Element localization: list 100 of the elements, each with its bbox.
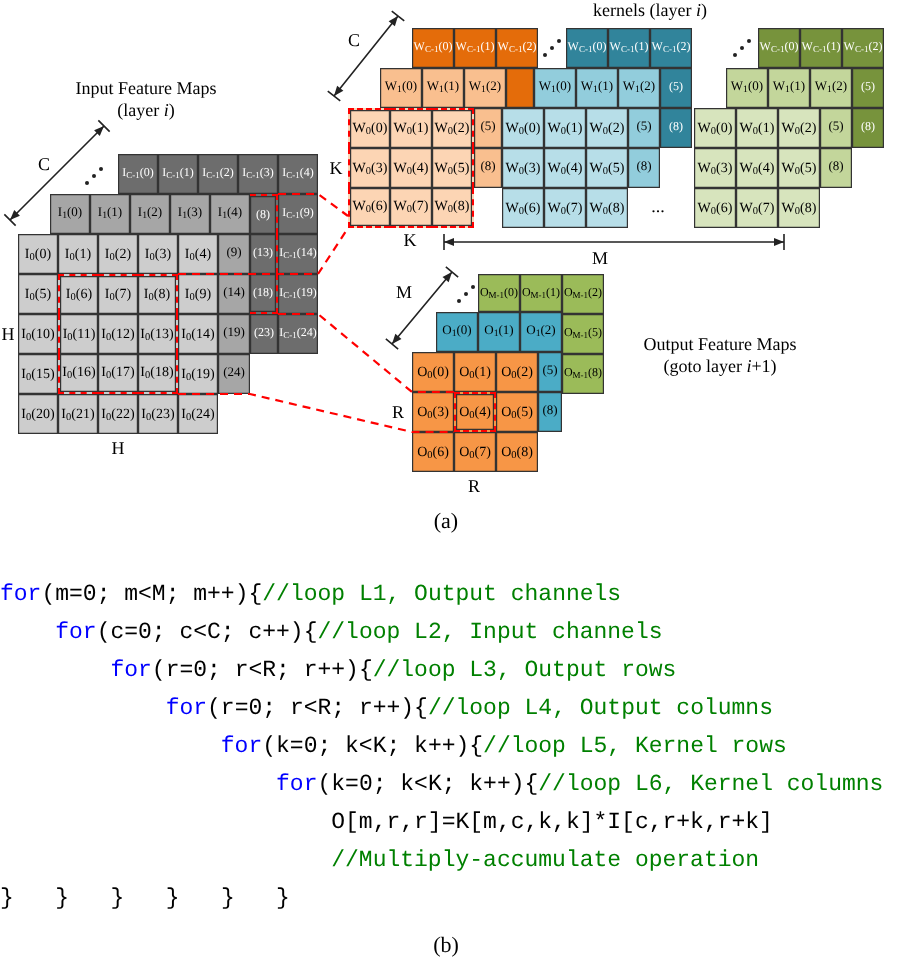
input-map-cell: [138, 314, 178, 354]
kernel-cell: [768, 68, 810, 108]
input-map-cell: [218, 354, 250, 394]
code-text: (c=0; c<C; c++){: [96, 620, 318, 646]
input-map-cell: [58, 234, 98, 274]
dimension-label: K: [329, 158, 343, 178]
code-keyword: for: [0, 582, 42, 608]
kernel-cell: [544, 108, 586, 148]
output-map-cell: [562, 314, 604, 354]
input-map-cell: [178, 234, 218, 274]
output-map-cell: [562, 354, 604, 394]
dimension-label: R: [468, 476, 480, 496]
code-text: (r=0; r<R; r++){: [207, 696, 428, 722]
code-comment: //loop L4, Output columns: [427, 696, 773, 722]
output-map-cell: [496, 432, 538, 472]
projection-line: [278, 312, 454, 394]
kernel-cell: [412, 28, 454, 68]
kernel-cell: [778, 108, 820, 148]
output-map-cell: [478, 312, 520, 352]
kernel-cell: [474, 148, 502, 188]
kernel-cell: [348, 148, 390, 188]
kernel-cell: [608, 28, 650, 68]
code-keyword: for: [165, 696, 208, 722]
kernel-cell: [422, 68, 464, 108]
kernel-cell: [820, 148, 852, 188]
code-brace: }: [220, 884, 235, 916]
kernel-cell: [800, 28, 842, 68]
kernel-cell: [544, 148, 586, 188]
input-map-cell: [58, 394, 98, 434]
input-map-cell: [58, 314, 98, 354]
code-comment: //loop L3, Output rows: [372, 658, 677, 684]
dimension-label: M: [592, 248, 608, 268]
input-map-cell: [278, 194, 318, 234]
code-brace: }: [110, 884, 125, 916]
input-map-cell: [18, 394, 58, 434]
kernel-cell: [502, 108, 544, 148]
kernel-cell: [650, 28, 692, 68]
kernel-cell: [660, 68, 692, 108]
code-text: (r=0; r<R; r++){: [151, 658, 373, 684]
input-map-cell: [158, 154, 198, 194]
kernel-cell: [586, 108, 628, 148]
input-map-cell: [178, 274, 218, 314]
input-map-cell: [218, 314, 250, 354]
kernel-cell: [660, 108, 692, 148]
code-keyword: for: [276, 772, 318, 798]
kernel-cell: [628, 108, 660, 148]
kernel-cell: [502, 148, 544, 188]
input-map-cell: [250, 194, 278, 234]
input-map-cell: [278, 274, 318, 314]
input-map-cell: [138, 354, 178, 394]
kernel-cell: [474, 108, 502, 148]
kernel-cell: [502, 188, 544, 228]
kernel-cell: [380, 68, 422, 108]
input-map-cell: [118, 154, 158, 194]
output-map-cell: [496, 392, 538, 432]
kernel-cell: [586, 148, 628, 188]
output-map-cell: [496, 352, 538, 392]
dimension-label: K: [403, 230, 417, 250]
map-title: kernels (layer i): [593, 0, 707, 22]
input-map-cell: [58, 274, 98, 314]
map-title: Output Feature Maps (goto layer i+1): [641, 334, 799, 378]
kernel-cell: [464, 68, 506, 108]
input-map-cell: [98, 234, 138, 274]
kernel-cell: [390, 108, 432, 148]
input-map-cell: [18, 314, 58, 354]
kernel-cell: [694, 148, 736, 188]
kernel-cell: [820, 108, 852, 148]
input-map-cell: [98, 394, 138, 434]
kernel-cell: [842, 28, 884, 68]
kernel-cell: [348, 188, 390, 228]
code-brace: }: [0, 884, 14, 916]
input-map-cell: [98, 354, 138, 394]
kernel-cell: [628, 148, 660, 188]
kernel-cell: [810, 68, 852, 108]
code-comment: //loop L6, Kernel columns: [538, 772, 884, 798]
input-map-cell: [18, 274, 58, 314]
code-keyword: for: [220, 734, 263, 760]
kernel-cell: [778, 148, 820, 188]
kernel-cell: [348, 108, 390, 148]
kernel-cell: [390, 148, 432, 188]
code-text: (m=0; m<M; m++){: [41, 582, 263, 608]
dimension-label: H: [111, 438, 125, 458]
kernel-cell: [566, 28, 608, 68]
dimension-label: C: [348, 30, 360, 50]
kernel-cell: [758, 28, 800, 68]
input-map-cell: [178, 394, 218, 434]
input-map-cell: [178, 354, 218, 394]
input-map-cell: [138, 234, 178, 274]
input-map-cell: [218, 234, 250, 274]
kernel-cell: [852, 108, 884, 148]
output-map-cell: [520, 312, 562, 352]
map-title: Input Feature Maps (layer i): [73, 78, 219, 122]
subfigure-label: (a): [433, 508, 459, 536]
kernel-cell: [694, 188, 736, 228]
input-map-cell: [50, 194, 90, 234]
kernel-cell: [496, 28, 538, 68]
subfigure-label: (b): [433, 932, 459, 960]
kernel-cell: [576, 68, 618, 108]
kernel-cell: [544, 188, 586, 228]
code-comment: //loop L2, Input channels: [317, 620, 663, 646]
